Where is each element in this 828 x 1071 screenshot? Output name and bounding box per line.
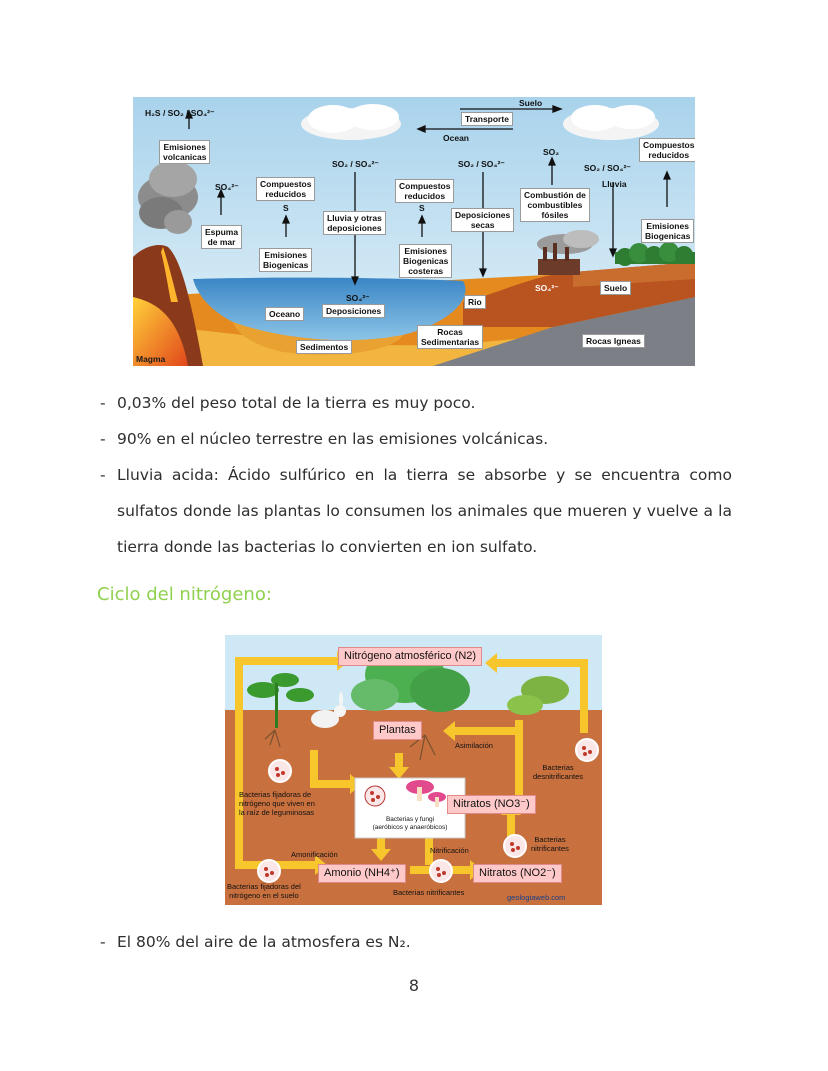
label-combustion-combustibles-fosiles: Combustión de combustibles fósiles — [520, 188, 590, 222]
label-bacterias-fijadoras-suelo: Bacterias fijadoras del nitrógeno en el … — [227, 882, 301, 900]
label-so4-deposiciones: SO₄²⁻ — [346, 293, 370, 303]
sulfur-cycle-figure: Suelo Transporte Ocean H₂S / SO₂ / SO₄²⁻… — [133, 97, 695, 366]
label-rocas-sedimentarias: Rocas Sedimentarias — [417, 325, 484, 349]
label-nitrificacion: Nitrificación — [430, 846, 469, 855]
label-s-1: S — [283, 203, 289, 213]
label-amonificacion: Amonificación — [291, 850, 338, 859]
bullet-item: - Lluvia acida: Ácido sulfúrico en la ti… — [100, 457, 732, 565]
bullet-text: Lluvia acida: Ácido sulfúrico en la tier… — [117, 466, 732, 556]
section-heading: Ciclo del nitrógeno: — [97, 584, 272, 605]
bullet-text: 90% en el núcleo terrestre en las emisio… — [117, 430, 549, 448]
bullet-text: 0,03% del peso total de la tierra es muy… — [117, 394, 476, 412]
bullet-item: - 90% en el núcleo terrestre en las emis… — [100, 421, 732, 457]
label-bacterias-nitrificantes-right: Bacterias nitrificantes — [531, 835, 569, 853]
label-bacterias-desnitrificantes: Bacterias desnitrificantes — [533, 763, 584, 781]
label-compuestos-reducidos-3: Compuestos reducidos — [639, 138, 695, 162]
box-nitratos-no3: Nitratos (NO3⁻) — [447, 795, 536, 814]
label-so2-right: SO₂ — [543, 147, 560, 157]
label-lluvia-otras-deposiciones: Lluvia y otras deposiciones — [323, 211, 386, 235]
label-so2-so4-far: SO₂ / SO₄²⁻ — [584, 163, 631, 173]
label-bacterias-fungi: Bacterias y fungi (aeróbicos y anaeróbic… — [372, 816, 448, 831]
label-transporte: Transporte — [461, 112, 513, 126]
label-s-2: S — [419, 203, 425, 213]
label-sedimentos: Sedimentos — [296, 340, 353, 354]
label-so2-so4-mid: SO₂ / SO₄²⁻ — [332, 159, 379, 169]
label-source-geologiaweb: geologiaweb.com — [507, 893, 566, 902]
nitrogen-cycle-figure: Nitrógeno atmosférico (N2) Plantas Asimi… — [225, 635, 602, 905]
bullet-text: El 80% del aire de la atmosfera es N₂. — [117, 933, 411, 951]
bullet-item: - 0,03% del peso total de la tierra es m… — [100, 385, 732, 421]
label-emisiones-volcanicas: Emisiones volcanicas — [159, 140, 211, 164]
box-plantas: Plantas — [373, 721, 422, 740]
label-bacterias-nitrificantes-bottom: Bacterias nitrificantes — [393, 888, 465, 897]
label-so4-left: SO₄²⁻ — [215, 182, 239, 192]
sulfur-cycle-illustration — [133, 97, 695, 366]
box-nitritos-no2: Nitratos (NO2⁻) — [473, 864, 562, 883]
label-suelo-bottom: Suelo — [600, 281, 632, 295]
label-deposiciones: Deposiciones — [322, 304, 386, 318]
label-compuestos-reducidos-2: Compuestos reducidos — [395, 179, 455, 203]
page-number: 8 — [408, 976, 420, 995]
label-asimilacion: Asimilación — [455, 741, 493, 750]
label-deposiciones-secas: Deposiciones secas — [451, 208, 515, 232]
label-espuma-de-mar: Espuma de mar — [201, 225, 243, 249]
label-oceano: Oceano — [265, 307, 305, 321]
label-so2-so4-right: SO₂ / SO₄²⁻ — [458, 159, 505, 169]
label-rio: Rio — [464, 295, 486, 309]
bullet-item: - El 80% del aire de la atmosfera es N₂. — [100, 924, 732, 960]
label-so4-factory: SO₄²⁻ — [535, 283, 559, 293]
label-emisiones-biogenicas-costeras: Emisiones Biogenicas costeras — [399, 244, 453, 278]
label-lluvia: Lluvia — [602, 179, 627, 189]
label-h2s-so2-so4: H₂S / SO₂ / SO₄²⁻ — [145, 108, 215, 118]
box-amonio-nh4: Amonio (NH4⁺) — [318, 864, 406, 883]
box-nitrogeno-atmosferico: Nitrógeno atmosférico (N2) — [338, 647, 483, 666]
label-bacterias-fijadoras-raiz: Bacterias fijadoras de nitrógeno que viv… — [239, 790, 315, 817]
label-emisiones-biogenicas-3: Emisiones Biogenicas — [641, 219, 695, 243]
label-rocas-igneas: Rocas Igneas — [582, 334, 645, 348]
label-ocean: Ocean — [443, 133, 469, 143]
label-suelo-top: Suelo — [519, 98, 543, 108]
label-magma: Magma — [136, 354, 166, 364]
label-compuestos-reducidos-1: Compuestos reducidos — [256, 177, 316, 201]
label-emisiones-biogenicas-1: Emisiones Biogenicas — [259, 248, 313, 272]
